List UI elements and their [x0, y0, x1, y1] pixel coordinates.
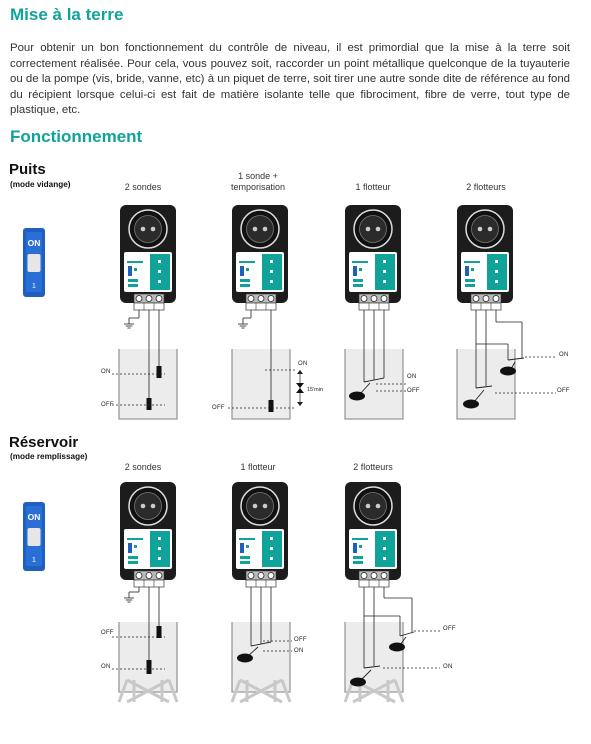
svg-text:1: 1 — [32, 283, 36, 290]
puits-dip-switch: ON 1 — [23, 228, 45, 297]
reservoir-diagram-1-flotteur — [230, 481, 292, 704]
timer-label: 15'min — [307, 387, 323, 393]
reservoir-col-1-flotteur: 1 flotteur — [240, 462, 276, 472]
reservoir-2flotteurs-on-label: ON — [443, 664, 453, 670]
reservoir-col-2-flotteurs: 2 flotteurs — [353, 462, 393, 472]
puits-2flotteurs-on-label: ON — [559, 352, 569, 358]
reservoir-switch-on-text: ON — [28, 512, 41, 522]
puits-switch-on-text: ON — [28, 238, 41, 248]
grounding-paragraph: Pour obtenir un bon fonctionnement du co… — [10, 42, 570, 117]
reservoir-2sondes-on-label: ON — [101, 664, 111, 670]
puits-col-2-flotteurs: 2 flotteurs — [466, 182, 506, 192]
puits-col-1-flotteur: 1 flotteur — [355, 182, 391, 192]
reservoir-col-2-sondes: 2 sondes — [124, 462, 162, 472]
reservoir-2sondes-off-label: OFF — [101, 630, 114, 636]
puits-2sondes-on-label: ON — [101, 369, 111, 375]
puits-diagram-1-flotteur — [344, 204, 406, 420]
puits-diagram-2-flotteurs — [456, 204, 556, 420]
reservoir-1flotteur-off-label: OFF — [294, 637, 307, 643]
puits-tempo-on-label: ON — [298, 361, 308, 367]
section-title-grounding: Mise à la terre — [10, 5, 124, 24]
puits-subtitle: (mode vidange) — [10, 180, 71, 189]
puits-title: Puits — [9, 161, 46, 178]
puits-2flotteurs-off-label: OFF — [557, 388, 570, 394]
reservoir-2flotteurs-off-label: OFF — [443, 626, 456, 632]
puits-diagram-1-sonde-tempo: 15'min — [228, 204, 323, 420]
section-title-operation: Fonctionnement — [10, 127, 143, 146]
reservoir-dip-switch: ON 1 — [23, 502, 45, 571]
puits-2sondes-off-label: OFF — [101, 402, 114, 408]
puits-1flotteur-on-label: ON — [407, 374, 417, 380]
reservoir-title: Réservoir — [9, 434, 79, 451]
puits-tempo-off-label: OFF — [212, 405, 225, 411]
puits-diagram-2-sondes — [112, 204, 178, 420]
reservoir-diagram-2-flotteurs — [343, 481, 440, 704]
puits-1flotteur-off-label: OFF — [407, 388, 420, 394]
svg-text:1: 1 — [32, 557, 36, 564]
reservoir-diagram-2-sondes — [112, 481, 179, 704]
reservoir-subtitle: (mode remplissage) — [10, 452, 88, 461]
puits-col-2-sondes: 2 sondes — [124, 182, 162, 192]
puits-col-1-sonde-tempo: 1 sonde + temporisation — [230, 171, 286, 192]
reservoir-1flotteur-on-label: ON — [294, 648, 304, 654]
